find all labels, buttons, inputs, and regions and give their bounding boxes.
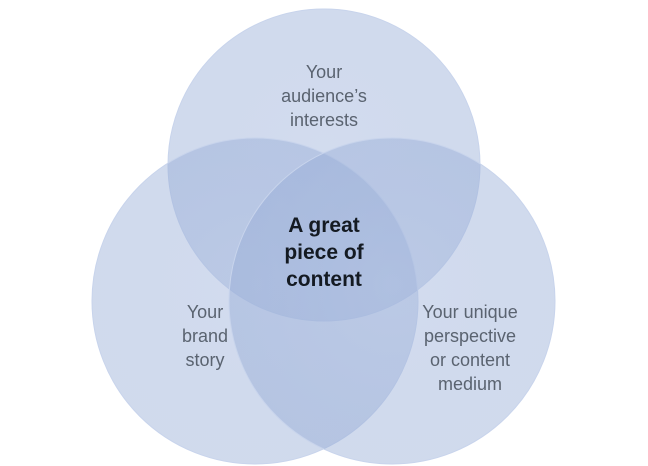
label-unique-perspective: Your unique perspective or content mediu… [422,302,518,394]
label-brand-story: Your brand story [181,302,229,370]
label-center-content: A great piece of content [284,214,364,291]
circle-unique-perspective [228,137,556,465]
label-audience-interests: Your audience’s interests [281,62,367,130]
